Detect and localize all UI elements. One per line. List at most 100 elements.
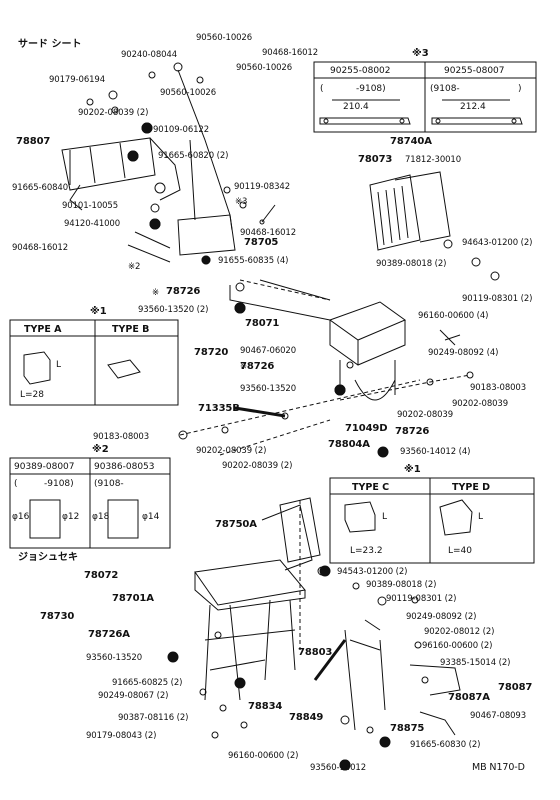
note-3-title: ※3 xyxy=(412,48,429,59)
leader-lines xyxy=(179,279,471,650)
typeCD-frame xyxy=(329,477,535,564)
part-label: 90387-08116 (2) xyxy=(118,713,189,723)
part-label: 91655-60835 (4) xyxy=(218,256,289,266)
part-label: 90560-10026 xyxy=(196,33,253,43)
note-1b-title: ※1 xyxy=(404,464,421,475)
cushion-drawing xyxy=(229,279,474,401)
part-label: 90183-08003 xyxy=(93,432,150,442)
table2-frame xyxy=(9,457,171,549)
part-label: 90202-08039 xyxy=(452,399,509,409)
part-label: 90468-16012 xyxy=(240,228,297,238)
part-label: 78804A xyxy=(328,439,370,450)
typeB-header: TYPE B xyxy=(112,324,150,335)
part-label: 96160-00600 (2) xyxy=(228,751,299,761)
part-label: 90183-08003 xyxy=(470,383,527,393)
part-label: 90467-06020 xyxy=(240,346,297,356)
typeA-dimension-letter: L xyxy=(56,360,62,370)
typeAB-frame xyxy=(9,319,179,406)
part-label: 91665-60830 (2) xyxy=(410,740,481,750)
part-label: 78720 xyxy=(194,347,229,358)
part-label: 93560-13520 xyxy=(86,653,143,663)
part-label: 78875 xyxy=(390,723,425,734)
table3-value-2: 212.4 xyxy=(460,102,486,112)
part-label: 90109-06122 xyxy=(153,125,210,135)
part-label: 90468-16012 xyxy=(262,48,319,58)
part-label: 90560-10026 xyxy=(160,88,217,98)
part-label: 78834 xyxy=(248,701,283,712)
table3-value-1: 210.4 xyxy=(343,102,369,112)
note-1-title: ※1 xyxy=(90,306,107,317)
part-label: 78730 xyxy=(40,611,75,622)
part-label: 91665-60820 (2) xyxy=(158,151,229,161)
part-label: 90101-10055 xyxy=(62,201,119,211)
note-mark: ※3 xyxy=(235,197,248,207)
table3-range-2: (9108- xyxy=(430,84,460,94)
part-label: 90202-08012 (2) xyxy=(424,627,495,637)
part-label: 91665-60840 xyxy=(12,183,69,193)
table2-header-1: 90389-08007 xyxy=(14,462,75,472)
table2-diameter-2: φ12 xyxy=(62,512,80,522)
typeD-header: TYPE D xyxy=(452,482,491,493)
table3-header-1: 90255-08002 xyxy=(330,66,391,76)
part-label: 90468-16012 xyxy=(12,243,69,253)
typeA-length-value: L=28 xyxy=(20,390,45,400)
table2-range-1: -9108) xyxy=(44,479,74,489)
note-mark: ※2 xyxy=(128,262,141,272)
table2-diameter-3: φ18 xyxy=(92,512,110,522)
typeD-dimension-letter: L xyxy=(478,512,484,522)
part-label: 71335B xyxy=(198,403,240,414)
part-label: 90202-08039 (2) xyxy=(222,461,293,471)
part-label: 94643-01200 (2) xyxy=(462,238,533,248)
diagram-code: MB N170-D xyxy=(472,762,525,773)
table3-frame xyxy=(313,61,537,133)
part-label: 90179-06194 xyxy=(49,75,106,85)
part-label: 90202-08039 (2) xyxy=(78,108,149,118)
part-label: 78726 xyxy=(166,286,201,297)
part-label: 78087 xyxy=(498,682,533,693)
section-title-jump-seat: ジョシュセキ xyxy=(18,552,78,563)
part-label: 78705 xyxy=(244,237,279,248)
table3-paren: ( xyxy=(320,84,324,94)
part-label: 90389-08018 (2) xyxy=(376,259,447,269)
part-label: 71049D xyxy=(345,423,388,434)
note-mark: ※ xyxy=(152,288,160,298)
part-label: 90467-08093 xyxy=(470,711,527,721)
part-label: 90249-08067 (2) xyxy=(98,691,169,701)
part-label: 94543-01200 (2) xyxy=(337,567,408,577)
table2-header-2: 90386-08053 xyxy=(94,462,155,472)
part-label: 78087A xyxy=(448,692,490,703)
typeC-dimension-letter: L xyxy=(382,512,388,522)
part-label: 90249-08092 (4) xyxy=(428,348,499,358)
note-2-title: ※2 xyxy=(92,444,109,455)
table3-paren: ) xyxy=(518,84,522,94)
part-label: 96160-00600 (2) xyxy=(422,641,493,651)
circled-letter-marks xyxy=(127,122,391,771)
part-label: 90202-08039 xyxy=(397,410,454,420)
part-label: 78072 xyxy=(84,570,119,581)
part-label: 78849 xyxy=(289,712,324,723)
part-label: 78726 xyxy=(240,361,275,372)
part-label: 90179-08043 (2) xyxy=(86,731,157,741)
part-label: 90240-08044 xyxy=(121,50,178,60)
table2-range-2: (9108- xyxy=(94,479,124,489)
part-label: 93560-14012 (4) xyxy=(400,447,471,457)
part-label: 93560-13520 (2) xyxy=(138,305,209,315)
typeA-header: TYPE A xyxy=(24,324,62,335)
part-label: 90119-08342 xyxy=(234,182,291,192)
part-label: 90119-08301 (2) xyxy=(462,294,533,304)
rod-71335b xyxy=(234,406,286,418)
part-label: 78750A xyxy=(215,519,257,530)
typeC-header: TYPE C xyxy=(352,482,390,493)
part-label: 71812-30010 xyxy=(405,155,462,165)
part-label: 78726 xyxy=(395,426,430,437)
part-label: 94120-41000 xyxy=(64,219,121,229)
part-label: 90202-08039 (2) xyxy=(196,446,267,456)
part-label: 93560-13520 xyxy=(240,384,297,394)
part-label: 78701A xyxy=(112,593,154,604)
part-label: 90249-08092 (2) xyxy=(406,612,477,622)
part-label: 90119-08301 (2) xyxy=(386,594,457,604)
part-label: 90560-10026 xyxy=(236,63,293,73)
part-label: 78740A xyxy=(390,136,432,147)
